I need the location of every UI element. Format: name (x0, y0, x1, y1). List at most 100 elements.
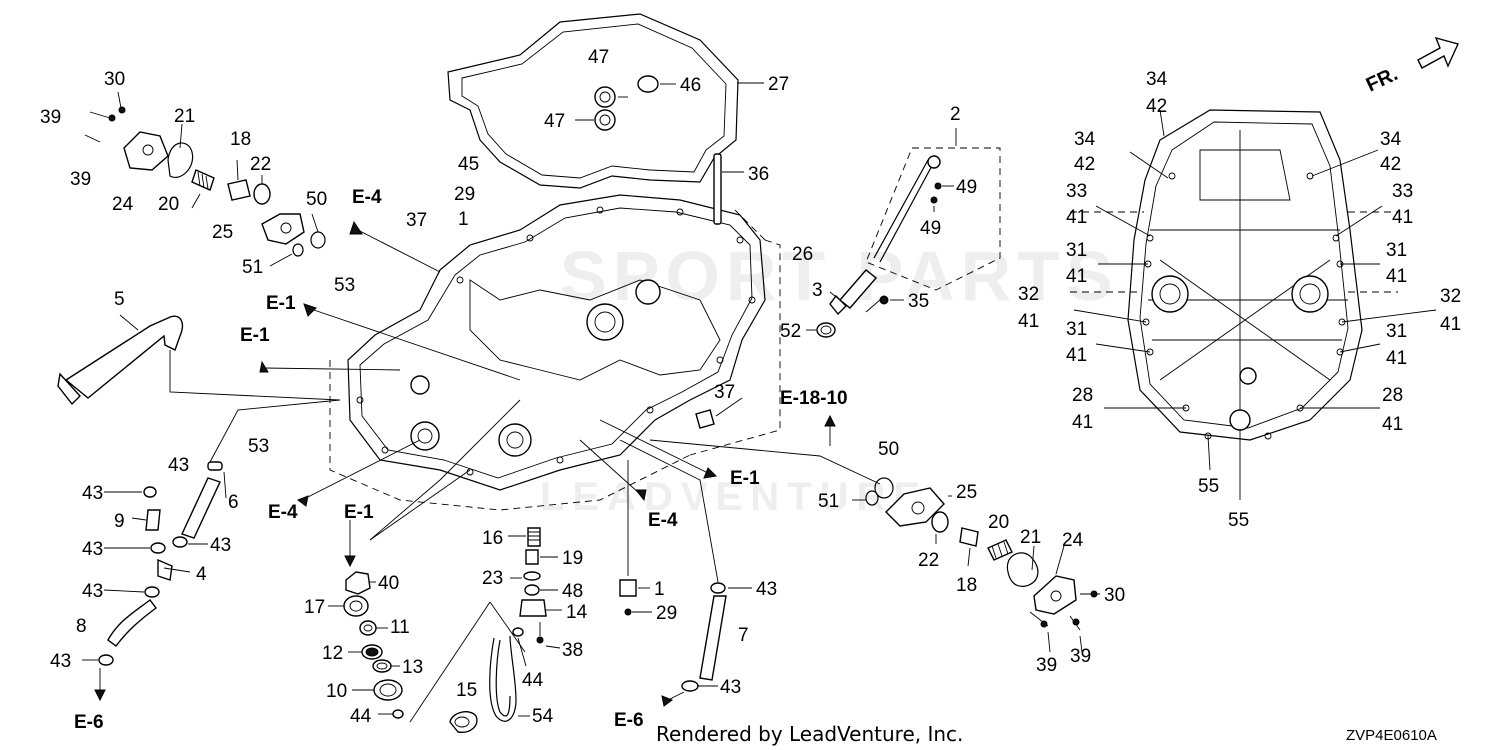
part-label-3: 3 (812, 280, 823, 301)
reference-arrows (259, 220, 718, 541)
section-ref-e4[interactable]: E-4 (648, 510, 678, 531)
part-label-53: 53 (248, 436, 269, 457)
part-label-21: 21 (174, 106, 195, 127)
part-label-53: 53 (334, 275, 355, 296)
part-label-45: 45 (458, 154, 479, 175)
part-label-24: 24 (1062, 530, 1084, 551)
part-label-51: 51 (242, 257, 263, 278)
render-credit: Rendered by LeadVenture, Inc. (656, 722, 963, 746)
part-label-10: 10 (326, 681, 347, 702)
part-label-55: 55 (1228, 510, 1249, 531)
part-label-1: 1 (458, 209, 469, 230)
part-label-39: 39 (40, 107, 61, 128)
part-label-50: 50 (878, 439, 899, 460)
part-label-19: 19 (562, 548, 583, 569)
part-label-8: 8 (76, 616, 87, 637)
section-ref-e4[interactable]: E-4 (268, 502, 298, 523)
part-label-1: 1 (654, 579, 665, 600)
part-label-51: 51 (818, 491, 839, 512)
part-label-25: 25 (956, 482, 977, 503)
part-label-22: 22 (250, 154, 271, 175)
part-label-41: 41 (1066, 266, 1087, 287)
part-label-49: 49 (956, 177, 977, 198)
part-label-41: 41 (1440, 314, 1461, 335)
left-bottom-stack (328, 399, 530, 733)
part-label-43: 43 (720, 677, 741, 698)
part-label-33: 33 (1392, 181, 1413, 202)
part-label-43: 43 (50, 651, 71, 672)
section-ref-e1[interactable]: E-1 (240, 325, 270, 346)
part-label-39: 39 (1036, 655, 1057, 676)
part-label-55: 55 (1198, 476, 1219, 497)
part-label-2: 2 (950, 104, 961, 125)
section-references[interactable]: E-4 E-1 E-1 E-4 E-1 E-4 E-1 E-18-10 E-6 … (74, 187, 848, 733)
part-label-43: 43 (756, 579, 777, 600)
part-label-35: 35 (908, 291, 929, 312)
part-label-17: 17 (304, 597, 325, 618)
part-label-44: 44 (522, 670, 544, 691)
part-label-32: 32 (1018, 284, 1039, 305)
part-label-31: 31 (1386, 321, 1407, 342)
part-label-47: 47 (544, 111, 565, 132)
part-label-9: 9 (114, 511, 125, 532)
watermark: SPORT PARTS LEADVENTURE (540, 237, 1113, 519)
part-label-4: 4 (196, 564, 207, 585)
gasket-27 (447, 13, 764, 189)
section-ref-e18-10[interactable]: E-18-10 (780, 388, 848, 409)
part-label-13: 13 (402, 657, 423, 678)
part-label-26: 26 (792, 244, 813, 265)
section-ref-e1[interactable]: E-1 (730, 468, 760, 489)
part-label-42: 42 (1146, 96, 1167, 117)
part-label-25: 25 (212, 222, 233, 243)
part-label-28: 28 (1072, 385, 1093, 406)
part-label-43: 43 (210, 535, 231, 556)
part-label-41: 41 (1386, 348, 1407, 369)
section-ref-e1[interactable]: E-1 (344, 502, 374, 523)
part-label-37: 37 (714, 382, 735, 403)
front-direction-indicator: FR. (1363, 36, 1459, 97)
section-ref-e6[interactable]: E-6 (74, 712, 104, 733)
part-label-20: 20 (158, 194, 179, 215)
part-label-12: 12 (322, 643, 343, 664)
part-label-54: 54 (532, 706, 554, 727)
part-label-30: 30 (1104, 585, 1125, 606)
part-label-15: 15 (456, 680, 477, 701)
hose-group-left (82, 399, 341, 702)
part-label-39: 39 (1070, 646, 1091, 667)
part-label-18: 18 (956, 575, 977, 596)
part-label-41: 41 (1066, 345, 1087, 366)
part-label-18: 18 (230, 129, 251, 150)
part-label-5: 5 (114, 289, 125, 310)
part-label-41: 41 (1386, 266, 1407, 287)
part-label-46: 46 (680, 75, 701, 96)
part-label-50: 50 (306, 189, 327, 210)
main-case (329, 194, 781, 511)
part-label-24: 24 (112, 194, 134, 215)
part-label-43: 43 (168, 455, 189, 476)
watermark-line2: LEADVENTURE (540, 475, 928, 519)
part-label-22: 22 (918, 550, 939, 571)
part-label-40: 40 (378, 573, 399, 594)
hose-7 (619, 439, 752, 707)
part-label-31: 31 (1066, 240, 1087, 261)
part-label-47: 47 (588, 47, 609, 68)
part-label-29: 29 (656, 603, 677, 624)
part-label-41: 41 (1382, 414, 1403, 435)
part-label-34: 34 (1146, 69, 1168, 90)
part-label-34: 34 (1074, 129, 1096, 150)
part-label-14: 14 (566, 602, 588, 623)
part-label-23: 23 (482, 568, 503, 589)
right-case-view (1070, 109, 1437, 500)
hose-5 (57, 314, 341, 406)
part-label-52: 52 (780, 321, 801, 342)
part-label-41: 41 (1392, 207, 1413, 228)
part-label-42: 42 (1380, 154, 1401, 175)
section-ref-e6[interactable]: E-6 (614, 710, 644, 731)
part-label-34: 34 (1380, 129, 1402, 150)
section-ref-e1[interactable]: E-1 (266, 293, 296, 314)
front-label: FR. (1363, 63, 1401, 97)
part-label-32: 32 (1440, 286, 1461, 307)
section-ref-e4[interactable]: E-4 (352, 187, 382, 208)
part-label-43: 43 (82, 581, 103, 602)
